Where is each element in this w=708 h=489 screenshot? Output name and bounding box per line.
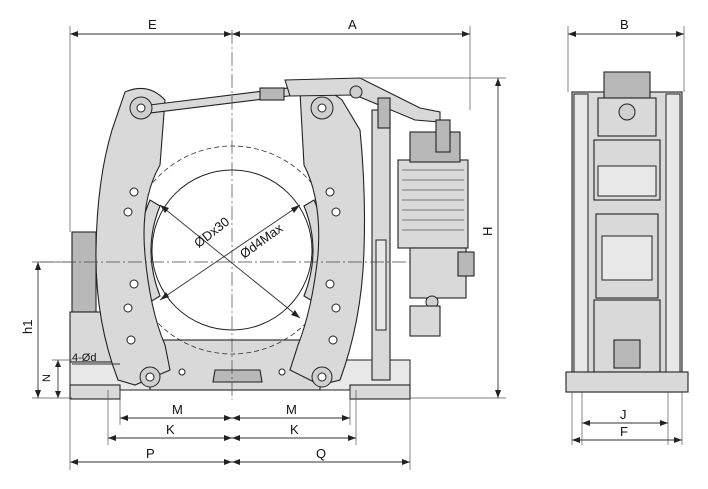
label-M-left: M xyxy=(172,402,183,417)
label-H: H xyxy=(480,227,495,236)
base-bolt-1 xyxy=(178,368,186,376)
left-arm-bolt-2 xyxy=(123,207,133,217)
side-top-cap xyxy=(603,71,651,99)
bottom-linkage xyxy=(212,369,263,383)
side-thruster-inner xyxy=(601,235,653,281)
left-brake-arm xyxy=(95,87,171,386)
side-base-inner xyxy=(613,339,641,369)
motor-junction-box xyxy=(457,251,475,277)
side-right-plate xyxy=(665,93,681,391)
left-arm-bolt-5 xyxy=(126,335,136,345)
side-left-plate xyxy=(573,93,589,391)
label-hole-spec: 4-Ød xyxy=(72,352,96,364)
right-arm-bolt-3 xyxy=(325,279,335,289)
base-bolt-2 xyxy=(278,368,286,376)
left-arm-bolt-4 xyxy=(123,303,133,313)
right-arm-bolt-1 xyxy=(325,187,335,197)
right-arm-bolt-5 xyxy=(328,335,338,345)
label-M-right: M xyxy=(286,402,297,417)
base-plate-left xyxy=(69,384,121,400)
label-h1: h1 xyxy=(20,320,35,334)
adjuster-nut xyxy=(377,97,391,129)
motor-cap xyxy=(409,131,461,163)
left-arm-bolt-3 xyxy=(129,279,139,289)
left-arm-bolt-1 xyxy=(129,187,139,197)
right-top-pin-core xyxy=(317,103,327,113)
motor-fins xyxy=(402,169,464,231)
actuator-scale xyxy=(375,239,387,331)
left-bottom-pin-core xyxy=(145,372,155,382)
tie-rod-spring xyxy=(259,87,285,101)
left-top-pin-core xyxy=(136,103,146,113)
label-N: N xyxy=(41,374,53,382)
label-B: B xyxy=(620,17,629,32)
right-bottom-pin-core xyxy=(317,372,327,382)
drum-diagonal-1 xyxy=(159,204,301,301)
side-pin xyxy=(618,103,636,121)
drum-diagonal-2 xyxy=(159,204,301,319)
label-F: F xyxy=(620,424,628,439)
base-plate-right xyxy=(349,384,411,400)
thruster-motor-body xyxy=(397,159,469,249)
label-A: A xyxy=(348,17,357,32)
right-brake-arm xyxy=(289,87,366,386)
left-mount-pad xyxy=(71,231,97,313)
label-Q: Q xyxy=(316,446,326,461)
dimension-lines xyxy=(32,26,685,470)
right-arm-bolt-2 xyxy=(331,207,341,217)
label-P: P xyxy=(146,446,155,461)
lever-pivot xyxy=(349,85,363,99)
side-motor-fins xyxy=(597,165,657,197)
label-K-right: K xyxy=(290,422,299,437)
limit-switch xyxy=(435,119,451,153)
right-arm-bolt-4 xyxy=(331,303,341,313)
label-E: E xyxy=(148,17,157,32)
thruster-cylinder xyxy=(409,247,467,299)
thruster-mount xyxy=(409,305,441,337)
side-view xyxy=(565,71,689,393)
front-view xyxy=(40,30,475,400)
label-K-left: K xyxy=(166,422,175,437)
side-foot xyxy=(565,371,689,393)
label-J: J xyxy=(620,407,627,422)
